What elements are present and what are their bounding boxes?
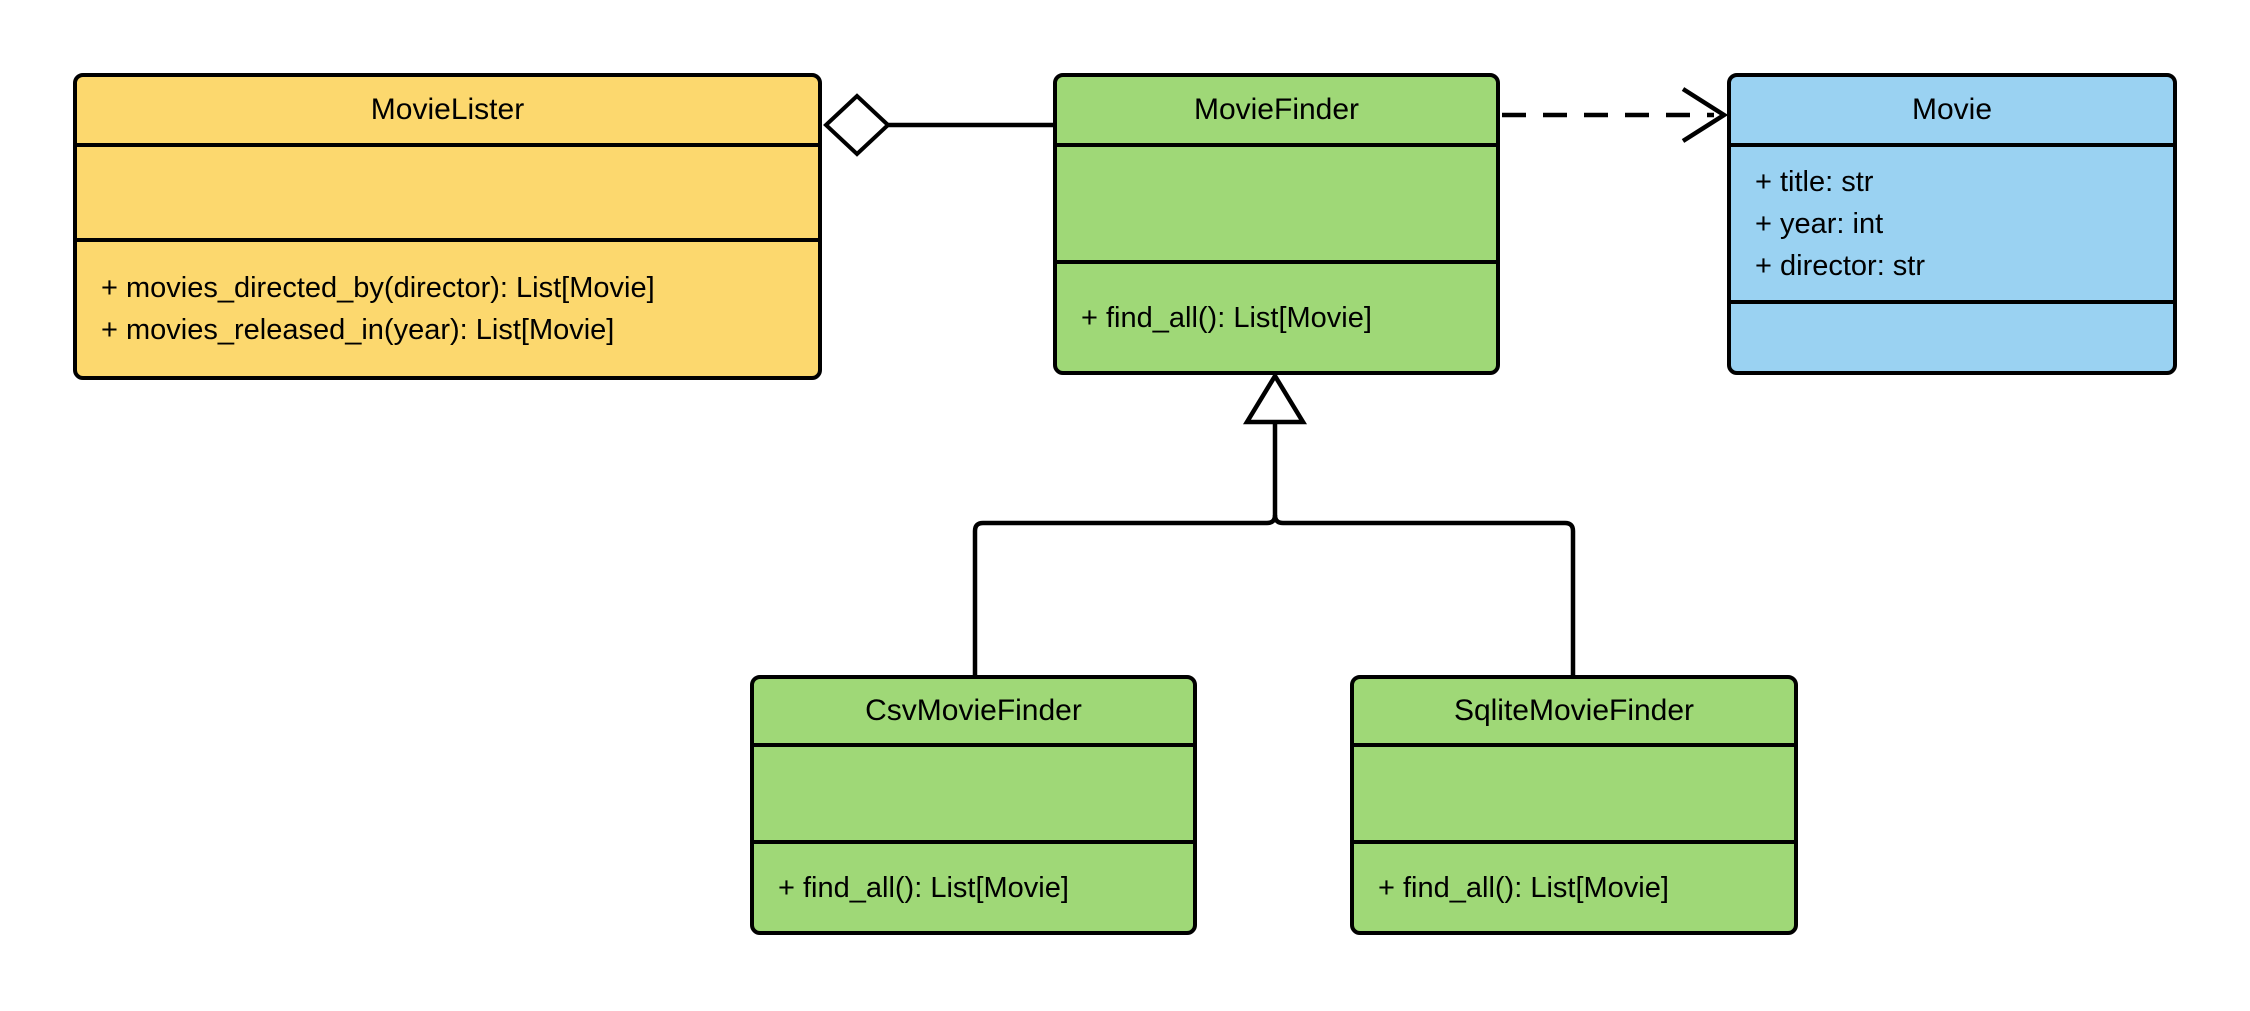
methods-section: + find_all(): List[Movie] — [754, 840, 1193, 931]
class-title: Movie — [1911, 93, 1993, 126]
attributes-section: + title: str + year: int + director: str — [1731, 143, 2173, 300]
class-box-csvmoviefinder: CsvMovieFinder + find_all(): List[Movie] — [750, 675, 1197, 935]
inheritance-triangle-icon — [1242, 371, 1308, 425]
class-box-sqlitemoviefinder: SqliteMovieFinder + find_all(): List[Mov… — [1350, 675, 1798, 935]
dependency-arrowhead-icon — [1681, 87, 1729, 143]
class-box-movie: Movie + title: str + year: int + directo… — [1727, 73, 2177, 375]
methods-section: + find_all(): List[Movie] — [1354, 840, 1794, 931]
class-box-movielister: MovieLister + movies_directed_by(directo… — [73, 73, 822, 380]
class-title: CsvMovieFinder — [865, 694, 1082, 727]
dependency-moviefinder-movie — [1502, 87, 1729, 143]
attribute: + year: int — [1755, 207, 1884, 240]
method: + movies_directed_by(director): List[Mov… — [101, 272, 655, 304]
attributes-section — [1354, 743, 1794, 840]
method: + find_all(): List[Movie] — [778, 871, 1069, 904]
attribute: + title: str — [1755, 165, 1874, 198]
methods-section: + movies_directed_by(director): List[Mov… — [77, 238, 818, 376]
class-box-moviefinder: MovieFinder + find_all(): List[Movie] — [1053, 73, 1500, 375]
methods-section — [1731, 300, 2173, 371]
aggregation-diamond-icon — [823, 93, 891, 157]
methods-section: + find_all(): List[Movie] — [1057, 260, 1496, 371]
class-title: MovieFinder — [1193, 93, 1360, 126]
aggregation-movielister-moviefinder — [823, 93, 1055, 157]
attributes-section — [1057, 143, 1496, 260]
attribute: + director: str — [1755, 249, 1926, 282]
class-title: SqliteMovieFinder — [1453, 694, 1695, 727]
attributes-section — [754, 743, 1193, 840]
inheritance-tree — [972, 371, 1576, 677]
method: + movies_released_in(year): List[Movie] — [101, 314, 615, 346]
attributes-section — [77, 143, 818, 238]
class-title: MovieLister — [370, 93, 525, 126]
method: + find_all(): List[Movie] — [1081, 301, 1372, 334]
inheritance-edge-csvmoviefinder — [972, 420, 1278, 677]
inheritance-edge-sqlitemoviefinder — [1272, 514, 1576, 677]
method: + find_all(): List[Movie] — [1378, 871, 1669, 904]
